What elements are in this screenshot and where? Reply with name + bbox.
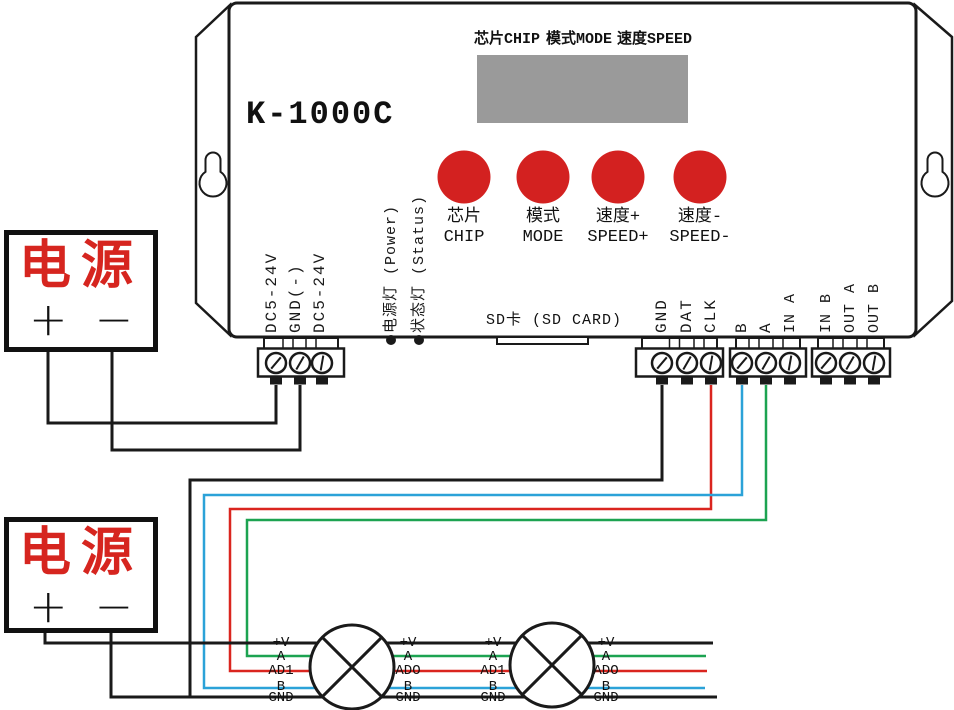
terminal-label-out-a: OUT A xyxy=(842,282,859,333)
chip-button xyxy=(437,150,491,204)
chip-button-label: 芯片 CHIP xyxy=(416,208,512,248)
terminal-label-dc2: DC5-24V xyxy=(311,251,329,333)
power-supply-2-plus: + xyxy=(29,578,68,633)
display-header-mode: 模式MODE xyxy=(546,31,613,48)
power-led-label: 电源灯 (Power) xyxy=(383,204,400,333)
chip-button-label-cn: 芯片 xyxy=(447,208,481,227)
wire-label-g3-ad1: AD1 xyxy=(480,663,506,679)
speed-plus-label-cn: 速度+ xyxy=(595,208,641,227)
pixel-node-1 xyxy=(308,623,396,710)
controller-case xyxy=(227,1,918,339)
wire-label-g1-gnd: GND xyxy=(268,690,294,706)
wire-label-g2-gnd: GND xyxy=(395,690,421,706)
wire-label-g3-b: B xyxy=(488,679,498,695)
pixel-node-2 xyxy=(508,621,596,709)
terminal-block-signal-1 xyxy=(634,337,725,385)
wire-label-g3-v: +V xyxy=(484,635,502,651)
mode-button xyxy=(516,150,570,204)
sd-card-slot xyxy=(496,336,589,345)
mode-button-label-en: MODE xyxy=(522,228,564,247)
terminal-label-in-a: IN A xyxy=(782,292,799,333)
terminal-label-in-b: IN B xyxy=(818,292,835,333)
terminal-block-signal-3 xyxy=(810,337,892,385)
wire-label-g4-v: +V xyxy=(597,635,615,651)
wire-label-g1-a: A xyxy=(276,649,286,665)
mode-button-label: 模式 MODE xyxy=(495,208,591,248)
speed-plus-button xyxy=(591,150,645,204)
wire-psu1-minus xyxy=(110,352,302,452)
terminal-label-a: A xyxy=(757,321,775,333)
terminal-label-clk: CLK xyxy=(702,298,720,333)
wire-label-g4-ado: ADO xyxy=(593,663,619,679)
controller-model-label: K-1000C xyxy=(246,96,395,133)
terminal-block-power xyxy=(256,337,346,385)
terminal-block-signal-2 xyxy=(728,337,808,385)
power-supply-2-label: 电源 xyxy=(18,524,143,582)
wire-label-g3-gnd: GND xyxy=(480,690,506,706)
wire-label-g4-b: B xyxy=(601,679,611,695)
power-supply-1-plus: + xyxy=(29,291,68,346)
speed-minus-button xyxy=(673,150,727,204)
wire-a xyxy=(245,385,768,658)
wire-psu2-plus-v xyxy=(43,632,713,645)
status-led-icon xyxy=(414,335,424,345)
speed-minus-button-label: 速度- SPEED- xyxy=(652,208,748,248)
wire-gnd xyxy=(188,385,664,699)
terminal-label-gnd-minus: GND(-) xyxy=(287,263,305,333)
terminal-label-dc1: DC5-24V xyxy=(263,251,281,333)
wire-clk-data xyxy=(228,385,713,673)
speed-plus-label-en: SPEED+ xyxy=(587,228,649,247)
wire-label-g2-ado: ADO xyxy=(395,663,421,679)
display-header-chip: 芯片CHIP xyxy=(474,31,541,48)
power-supply-2: 电源 + − xyxy=(4,517,158,633)
power-led-icon xyxy=(386,335,396,345)
power-supply-1: 电源 + − xyxy=(4,230,158,352)
wire-label-g3-a: A xyxy=(488,649,498,665)
power-supply-1-minus: − xyxy=(94,291,133,346)
sd-card-label: SD卡 (SD CARD) xyxy=(486,312,623,329)
power-supply-1-label: 电源 xyxy=(18,237,143,295)
terminal-label-dat: DAT xyxy=(678,298,696,333)
wire-label-g2-b: B xyxy=(403,679,413,695)
wire-label-g1-ad1: AD1 xyxy=(268,663,294,679)
wire-label-g2-a: A xyxy=(403,649,413,665)
power-supply-2-minus: − xyxy=(94,578,133,633)
display-header-speed: 速度SPEED xyxy=(617,31,693,48)
terminal-label-out-b: OUT B xyxy=(866,282,883,333)
chip-button-label-en: CHIP xyxy=(443,228,485,247)
speed-plus-button-label: 速度+ SPEED+ xyxy=(570,208,666,248)
terminal-label-b: B xyxy=(733,321,751,333)
wire-label-g1-v: +V xyxy=(272,635,290,651)
wire-psu1-plus xyxy=(46,352,278,425)
wire-label-g2-v: +V xyxy=(399,635,417,651)
mounting-keyhole-left-icon xyxy=(198,151,228,198)
status-led-label: 状态灯 (Status) xyxy=(411,194,428,333)
display-screen xyxy=(477,55,688,123)
wire-psu2-minus-gnd xyxy=(109,632,717,699)
wire-label-g1-b: B xyxy=(276,679,286,695)
speed-minus-label-en: SPEED- xyxy=(669,228,731,247)
wire-label-g4-a: A xyxy=(601,649,611,665)
mounting-keyhole-right-icon xyxy=(920,151,950,198)
mode-button-label-cn: 模式 xyxy=(526,208,560,227)
speed-minus-label-cn: 速度- xyxy=(677,208,723,227)
wire-label-g4-gnd: GND xyxy=(593,690,619,706)
terminal-label-gnd: GND xyxy=(653,298,671,333)
